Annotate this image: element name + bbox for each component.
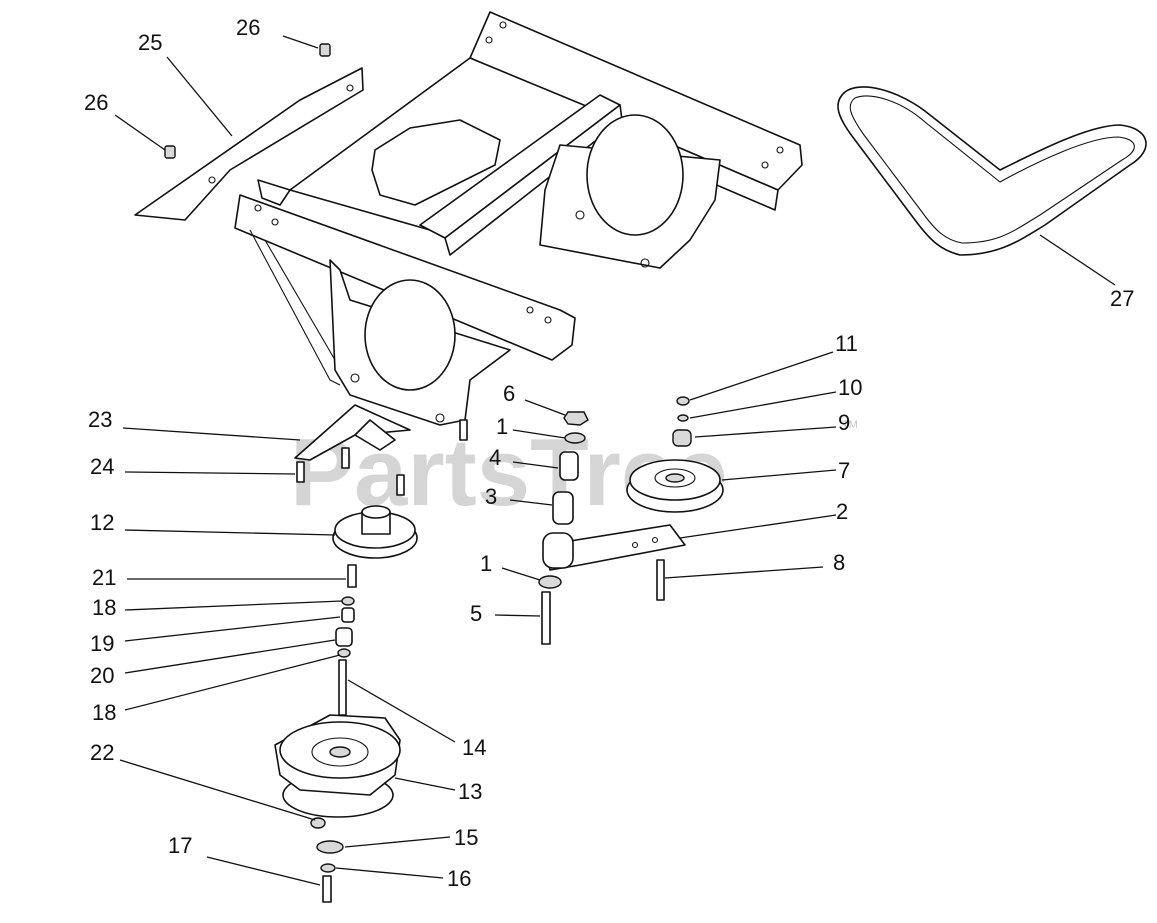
part-1-washer-lower	[538, 575, 562, 589]
callout-3: 3	[485, 484, 497, 509]
callout-15: 15	[454, 825, 478, 850]
callout-17: 17	[168, 833, 192, 858]
callout-10: 10	[838, 375, 862, 400]
part-25-shield-plate	[134, 67, 364, 221]
part-10-washer	[677, 414, 689, 422]
callout-21: 21	[92, 565, 116, 590]
part-26-bolt-top	[319, 43, 331, 57]
part-21-bolt	[347, 564, 357, 588]
leader-lines	[114, 35, 1116, 886]
callout-14: 14	[462, 735, 486, 760]
part-18-washer-lower	[337, 648, 351, 658]
callout-18-upper: 18	[92, 595, 116, 620]
part-2-idler-arm	[542, 524, 686, 571]
callout-12: 12	[90, 510, 114, 535]
callout-24: 24	[90, 454, 114, 479]
callout-23: 23	[88, 407, 112, 432]
part-19-bushing	[341, 607, 355, 623]
callout-20: 20	[90, 663, 114, 688]
part-16-washer	[320, 863, 336, 873]
part-5-bolt	[541, 591, 551, 645]
callout-19: 19	[90, 631, 114, 656]
callout-16: 16	[447, 866, 471, 891]
callout-2: 2	[836, 499, 848, 524]
part-7-idler-pulley	[626, 459, 724, 513]
part-13-electric-clutch	[274, 714, 401, 818]
part-1-washer-upper	[564, 432, 586, 444]
callout-6: 6	[503, 381, 515, 406]
callout-27: 27	[1110, 286, 1134, 311]
part-6-nut	[563, 411, 589, 426]
part-9-spacer	[672, 429, 692, 447]
callout-7: 7	[838, 458, 850, 483]
callout-13: 13	[458, 779, 482, 804]
part-3-spacer	[552, 491, 574, 525]
callout-18-lower: 18	[92, 700, 116, 725]
callout-1-upper: 1	[496, 414, 508, 439]
callout-9: 9	[838, 410, 850, 435]
part-8-bolt	[656, 559, 665, 601]
frame-assembly	[234, 11, 803, 426]
part-14-shaft	[338, 659, 347, 716]
part-24-bolts	[296, 419, 468, 496]
callout-labels: 26 25 26 27 11 10 9 7 6 1 4 3 2 1 8 5 23…	[84, 15, 1134, 891]
part-4-bushing	[559, 451, 579, 481]
callout-4: 4	[489, 445, 501, 470]
callout-11: 11	[835, 331, 858, 356]
part-18-washer-upper	[341, 596, 355, 606]
callout-25: 25	[138, 30, 162, 55]
part-27-drive-belt	[837, 86, 1147, 256]
callout-22: 22	[90, 740, 114, 765]
part-20-spacer	[335, 627, 353, 647]
part-12-pulley	[332, 505, 418, 559]
part-17-bolt	[322, 875, 332, 903]
callout-8: 8	[833, 550, 845, 575]
part-26-bolt-left	[164, 145, 176, 159]
callout-1-lower: 1	[480, 551, 492, 576]
callout-5: 5	[470, 601, 482, 626]
part-23-bracket	[294, 404, 411, 461]
part-11-nut	[676, 396, 690, 406]
watermark-tm: TM	[842, 419, 858, 431]
callout-26-top: 26	[236, 15, 260, 40]
part-15-washer	[316, 840, 344, 854]
callout-26-left: 26	[84, 90, 108, 115]
